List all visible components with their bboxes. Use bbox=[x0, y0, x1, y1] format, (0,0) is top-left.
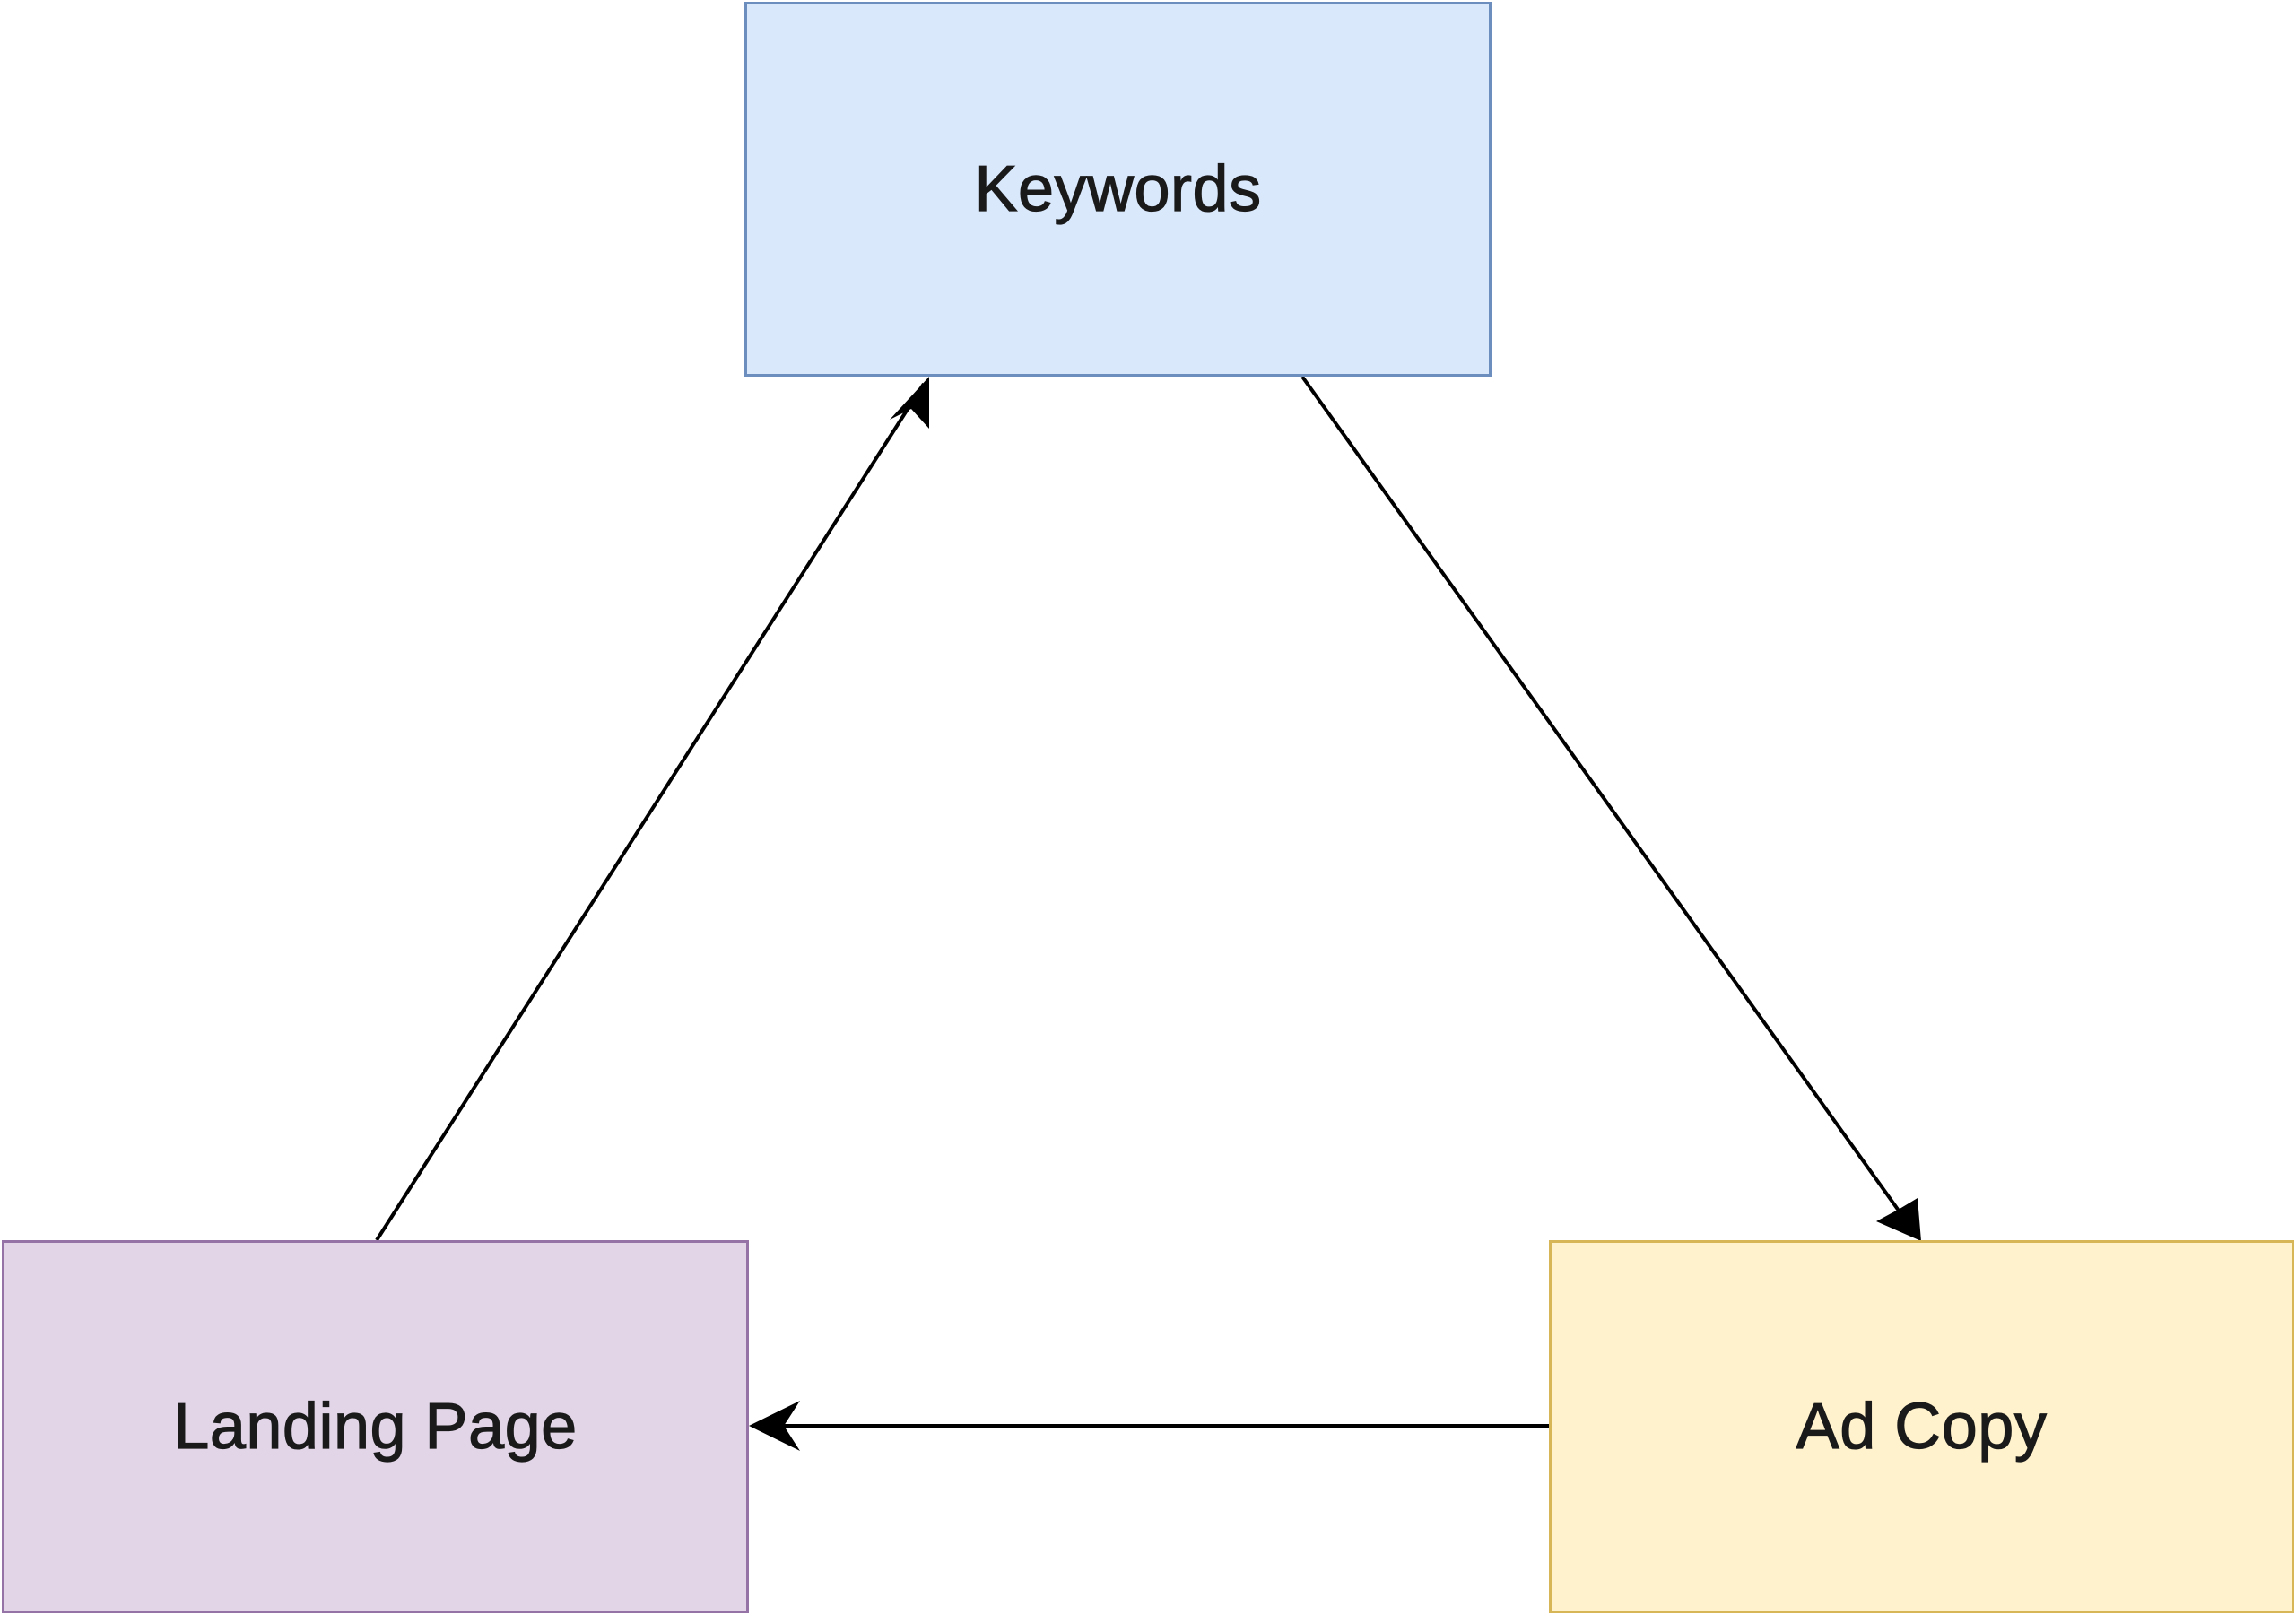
edge-landing-page-to-keywords bbox=[375, 382, 926, 1242]
edge-keywords-to-ad-copy bbox=[1300, 375, 1918, 1237]
keywords-node[interactable]: Keywords bbox=[744, 2, 1492, 377]
keywords-node-label: Keywords bbox=[974, 152, 1262, 225]
landing-page-node[interactable]: Landing Page bbox=[2, 1240, 749, 1613]
landing-page-node-label: Landing Page bbox=[173, 1390, 578, 1463]
ad-copy-node[interactable]: Ad Copy bbox=[1549, 1240, 2294, 1613]
ad-copy-node-label: Ad Copy bbox=[1796, 1390, 2048, 1463]
arrow-into-ad-copy bbox=[1876, 1198, 1921, 1241]
arrow-into-keywords bbox=[890, 377, 929, 429]
arrow-into-landing-page bbox=[749, 1401, 800, 1451]
